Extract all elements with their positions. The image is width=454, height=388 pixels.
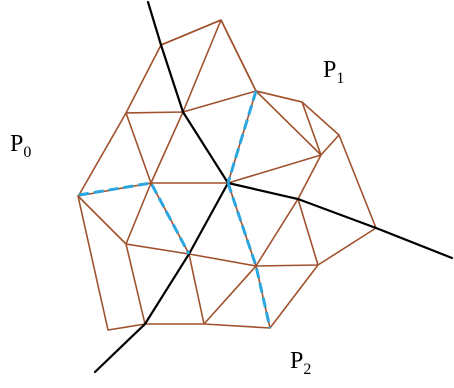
label-p0-sub: 0 [23,144,31,161]
label-p1-sub: 1 [336,70,344,87]
interface-p1 [226,90,258,184]
boundary-p0-p2 [93,181,230,374]
partition-boundaries [93,0,454,374]
label-p2-main: P [290,348,303,374]
interface-p2 [226,182,272,329]
label-p1: P1 [323,57,344,87]
interface-p0 [78,181,191,255]
label-p1-main: P [323,57,336,83]
label-p0-main: P [10,131,23,157]
boundary-p0-p1 [146,0,230,185]
label-p0: P0 [10,131,31,161]
boundary-p1-p2 [226,181,454,260]
label-p2: P2 [290,348,311,378]
dual-interfaces [78,90,272,329]
label-p2-sub: 2 [303,361,311,378]
